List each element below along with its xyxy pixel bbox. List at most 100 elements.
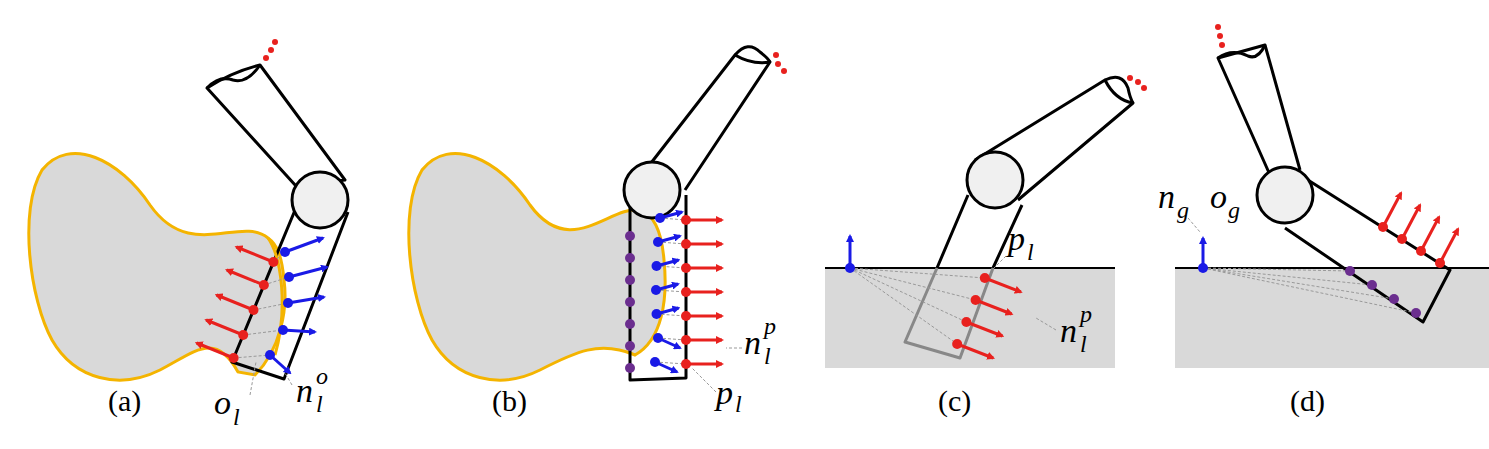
link-normal-arrow xyxy=(686,243,722,246)
superscript: o xyxy=(316,364,328,388)
link-surface-point xyxy=(1411,308,1421,318)
object-point xyxy=(278,325,288,335)
link-normal-arrow xyxy=(686,363,722,366)
contact-point xyxy=(681,287,691,297)
link-normal-arrow xyxy=(285,238,323,252)
panel-label: (a) xyxy=(108,386,141,416)
subscript: g xyxy=(1228,198,1240,222)
symbol: n xyxy=(1158,180,1175,214)
ground-origin xyxy=(1198,263,1208,273)
link-surface-point xyxy=(625,363,635,373)
object-point xyxy=(651,285,661,295)
contact-point xyxy=(980,273,990,283)
link-normal-arrow xyxy=(1402,205,1420,239)
correspondence-line xyxy=(234,355,270,358)
link-surface-point xyxy=(625,231,635,241)
object-point xyxy=(280,247,290,257)
leader-line xyxy=(726,348,742,349)
panel-c xyxy=(825,75,1147,368)
link-surface-point xyxy=(1389,294,1399,304)
superscript: p xyxy=(764,314,776,338)
contact-point xyxy=(971,295,981,305)
correspondence-line xyxy=(850,268,957,344)
link-surface-point xyxy=(625,297,635,307)
subscript: l xyxy=(764,344,771,368)
contact-point xyxy=(681,263,691,273)
link-surface-point xyxy=(625,275,635,285)
contact-point xyxy=(681,239,691,249)
correspondence-line xyxy=(850,268,976,300)
contact-point xyxy=(238,330,248,340)
panel-label: (d) xyxy=(1290,386,1325,416)
panel-label: (c) xyxy=(938,386,971,416)
leader-line xyxy=(1036,318,1056,330)
object-point xyxy=(265,350,275,360)
correspondence-line xyxy=(254,303,288,310)
leader-line xyxy=(285,373,292,385)
leader-line xyxy=(250,362,256,395)
subscript: l xyxy=(233,405,240,429)
penetration-normal-arrow xyxy=(976,300,1012,314)
symbol: o xyxy=(214,386,231,420)
contact-point xyxy=(681,215,691,225)
correspondence-line xyxy=(1203,268,1394,299)
symbol: p xyxy=(1008,222,1025,256)
symbol: n xyxy=(1060,314,1077,348)
link-surface-point xyxy=(1345,266,1355,276)
link-point xyxy=(1378,222,1388,232)
contact-point xyxy=(952,339,962,349)
object-point xyxy=(653,237,663,247)
link-normal-arrow xyxy=(288,297,324,303)
contact-point xyxy=(681,359,691,369)
link-normal-arrow xyxy=(686,219,722,222)
correspondence-line xyxy=(850,268,966,322)
contact-point xyxy=(961,317,971,327)
object-normal-arrow xyxy=(217,295,254,310)
panel-d xyxy=(1175,24,1489,368)
link-point xyxy=(1416,246,1426,256)
symbol: n xyxy=(296,374,313,408)
contact-point xyxy=(268,257,278,267)
subscript: l xyxy=(1027,240,1034,264)
object-point xyxy=(652,309,662,319)
correspondence-line xyxy=(243,330,283,335)
object-point xyxy=(284,272,294,282)
leader-line xyxy=(692,368,716,392)
panel-b xyxy=(409,47,787,392)
link-surface-point xyxy=(625,253,635,263)
object-point xyxy=(283,298,293,308)
symbol: p xyxy=(716,376,733,410)
link-point xyxy=(1397,234,1407,244)
link-surface-point xyxy=(1367,280,1377,290)
correspondence-line xyxy=(1203,268,1372,285)
panel-label: (b) xyxy=(492,386,527,416)
link-normal-arrow xyxy=(686,291,722,294)
object-point xyxy=(653,333,663,343)
leader-line xyxy=(992,256,1006,270)
penetration-normal-arrow xyxy=(985,278,1021,292)
link-surface-point xyxy=(625,341,635,351)
subscript: l xyxy=(735,392,742,416)
symbol: n xyxy=(744,326,761,360)
symbol: o xyxy=(1210,180,1227,214)
object-point xyxy=(652,261,662,271)
object-normal-arrow xyxy=(236,247,273,262)
link-normal-arrow xyxy=(686,267,722,270)
panel-a xyxy=(29,39,348,395)
correspondence-line xyxy=(1203,268,1416,313)
link-normal-arrow xyxy=(289,267,327,277)
object-point xyxy=(650,357,660,367)
object-normal-arrow xyxy=(206,320,243,335)
subscript: g xyxy=(1177,198,1189,222)
link-normal-arrow xyxy=(1383,193,1401,227)
subscript: l xyxy=(316,392,323,416)
penetration-normal-arrow xyxy=(966,322,1002,336)
superscript: p xyxy=(1080,302,1092,326)
leader-line xyxy=(1188,218,1200,232)
object-point xyxy=(655,213,665,223)
contact-point xyxy=(229,353,239,363)
link-normal-arrow xyxy=(686,339,722,342)
object-normal-arrow xyxy=(197,343,234,358)
